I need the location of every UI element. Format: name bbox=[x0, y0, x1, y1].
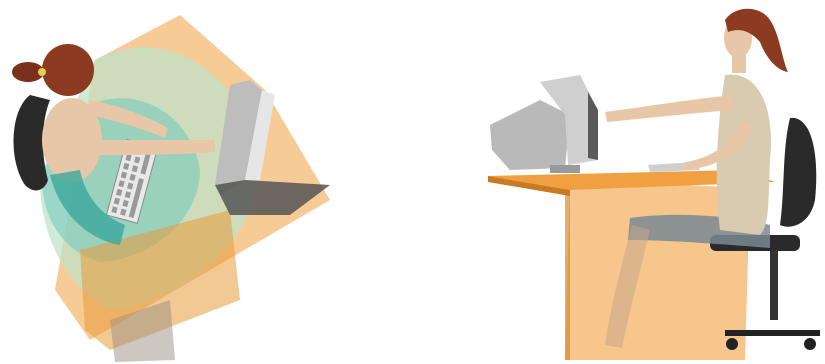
person-reaching-arm bbox=[605, 95, 735, 122]
side-view-illustration bbox=[470, 0, 825, 364]
desk-body-side bbox=[565, 180, 570, 360]
person-head bbox=[42, 44, 94, 96]
chair-post bbox=[770, 250, 778, 320]
top-view-illustration bbox=[0, 0, 340, 364]
top-view-svg bbox=[0, 0, 340, 364]
chair-wheel bbox=[804, 338, 816, 350]
chair-wheel bbox=[726, 338, 738, 350]
side-view-svg bbox=[470, 0, 825, 364]
hair-tie bbox=[38, 68, 46, 76]
monitor-stand bbox=[550, 165, 580, 173]
monitor-screen bbox=[588, 92, 598, 160]
chair-base bbox=[725, 330, 820, 336]
chair-back bbox=[780, 118, 816, 227]
person-right-arm bbox=[95, 140, 215, 155]
person-neck bbox=[732, 55, 746, 73]
monitor-back bbox=[490, 100, 570, 170]
